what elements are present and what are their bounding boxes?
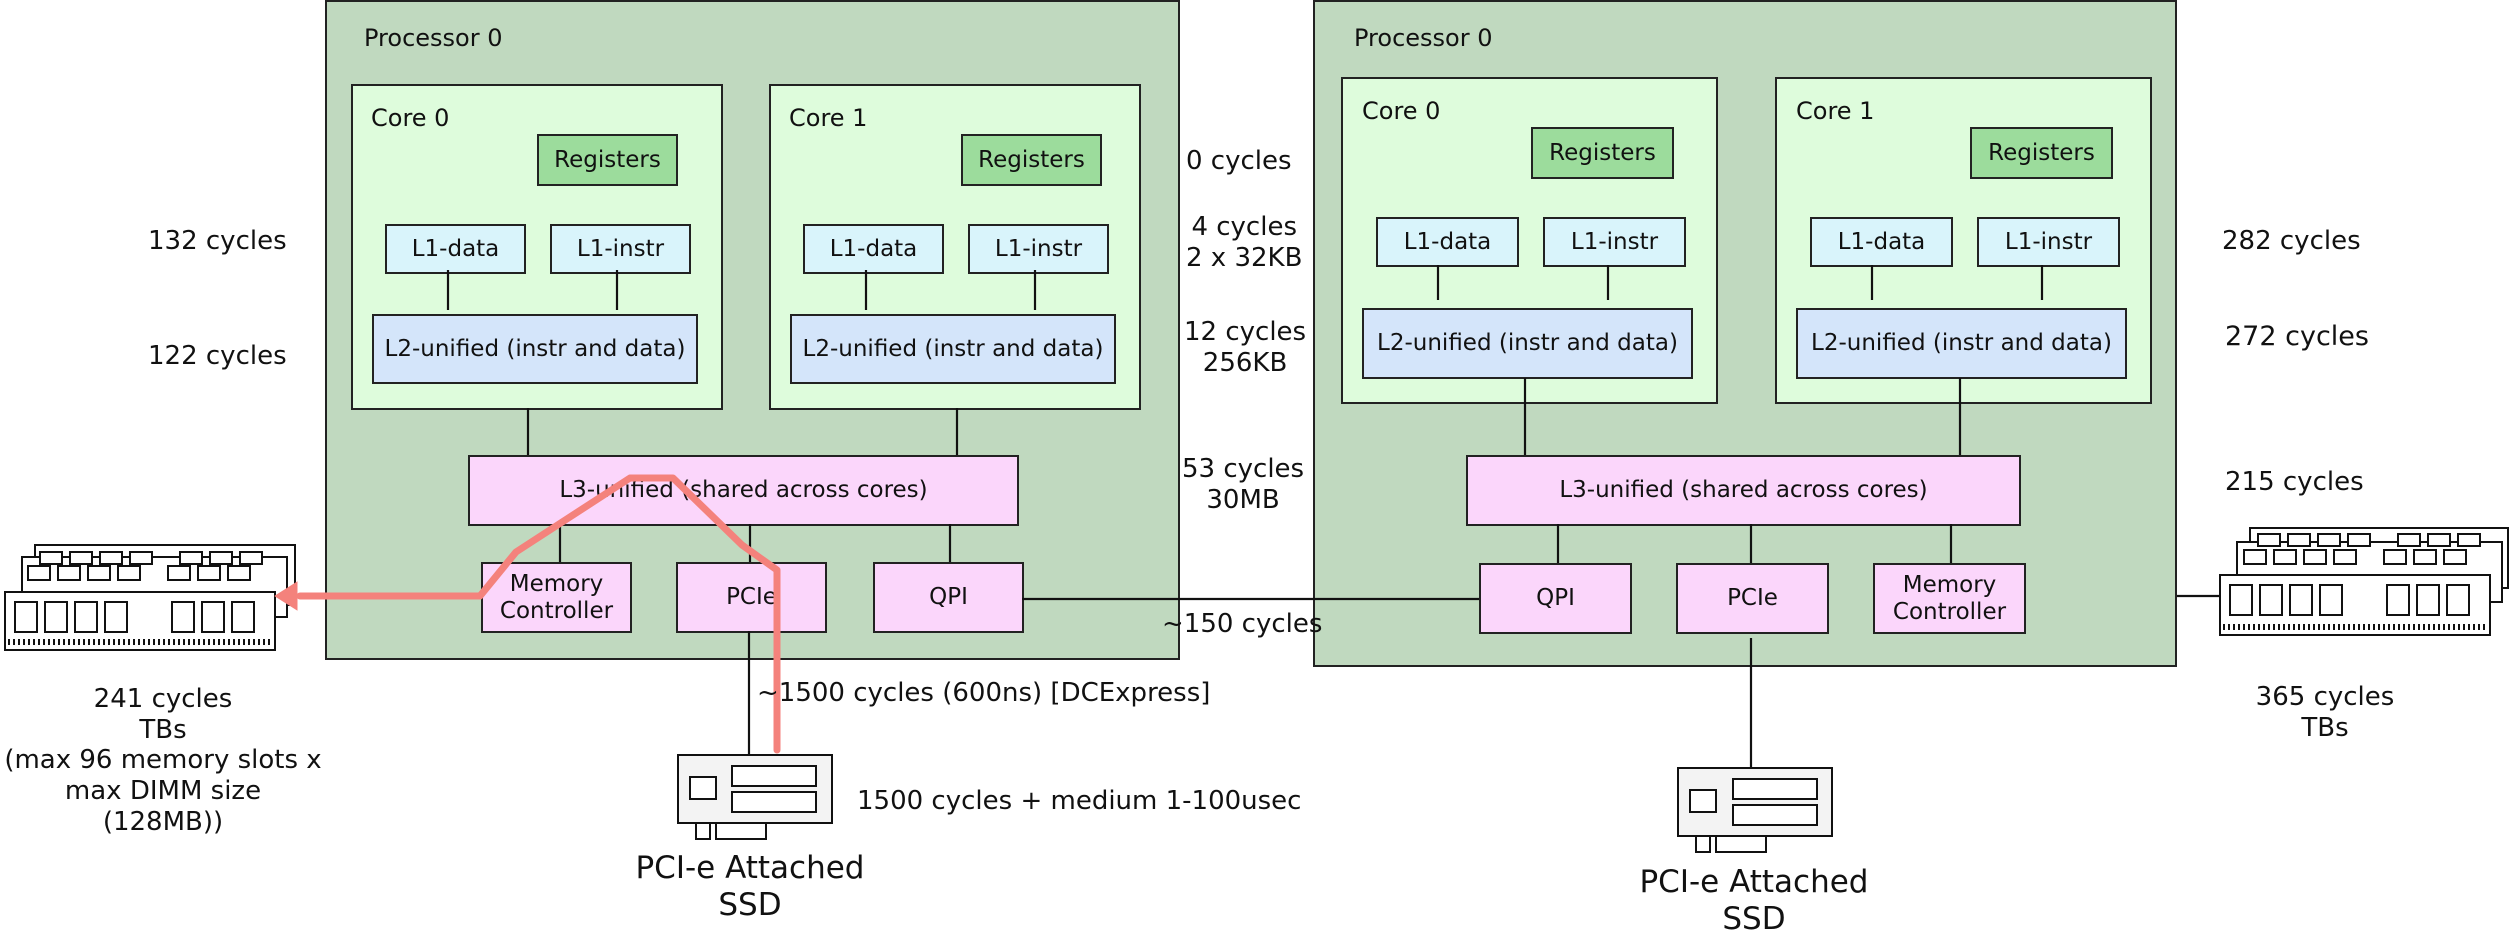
core-title: Core 0 xyxy=(371,104,450,132)
latency-l3: 53 cycles 30MB xyxy=(1182,454,1305,515)
registers: Registers xyxy=(1531,127,1674,179)
processor-left-title: Processor 0 xyxy=(364,24,503,52)
l1-instr-cache: L1-instr xyxy=(968,224,1109,274)
registers: Registers xyxy=(961,134,1102,186)
qpi-link: QPI xyxy=(1479,563,1632,634)
l1-data-cache: L1-data xyxy=(385,224,526,274)
core-0-left: Core 0 Registers L1-data L1-instr L2-uni… xyxy=(351,84,723,410)
ssd-drive-icon xyxy=(1677,767,1833,853)
memory-controller: Memory Controller xyxy=(481,562,632,633)
latency-left-memory: 241 cycles TBs (max 96 memory slots x ma… xyxy=(4,684,322,837)
memory-controller: Memory Controller xyxy=(1873,563,2026,634)
l2-unified-cache: L2-unified (instr and data) xyxy=(1362,308,1693,379)
l1-data-cache: L1-data xyxy=(803,224,944,274)
l2-unified-cache: L2-unified (instr and data) xyxy=(372,314,698,384)
qpi-link: QPI xyxy=(873,562,1024,633)
ssd-caption-left: PCI-e Attached SSD xyxy=(635,850,865,924)
core-0-right: Core 0 Registers L1-data L1-instr L2-uni… xyxy=(1341,77,1718,404)
core-title: Core 1 xyxy=(1796,97,1875,125)
latency-left-l2: 122 cycles xyxy=(148,341,287,371)
latency-l1: 4 cycles 2 x 32KB xyxy=(1186,212,1303,273)
l1-instr-cache: L1-instr xyxy=(550,224,691,274)
l1-instr-cache: L1-instr xyxy=(1543,217,1686,267)
pcie-controller: PCIe xyxy=(676,562,827,633)
l1-data-cache: L1-data xyxy=(1376,217,1519,267)
registers: Registers xyxy=(1970,127,2113,179)
dram-module-icon xyxy=(2219,527,2509,636)
latency-ssd: 1500 cycles + medium 1-100usec xyxy=(857,786,1302,816)
registers: Registers xyxy=(537,134,678,186)
latency-right-memory: 365 cycles TBs xyxy=(2255,682,2395,743)
processor-left: Processor 0 Core 0 Registers L1-data L1-… xyxy=(325,0,1180,660)
latency-l2: 12 cycles 256KB xyxy=(1184,317,1307,378)
latency-right-l3: 215 cycles xyxy=(2225,467,2364,497)
l1-data-cache: L1-data xyxy=(1810,217,1953,267)
core-1-left: Core 1 Registers L1-data L1-instr L2-uni… xyxy=(769,84,1141,410)
latency-pcie: ~1500 cycles (600ns) [DCExpress] xyxy=(757,678,1211,708)
processor-right-title: Processor 0 xyxy=(1354,24,1493,52)
access-path-arrow xyxy=(274,474,781,754)
core-title: Core 0 xyxy=(1362,97,1441,125)
ssd-caption-right: PCI-e Attached SSD xyxy=(1639,864,1869,938)
core-title: Core 1 xyxy=(789,104,868,132)
l2-unified-cache: L2-unified (instr and data) xyxy=(1796,308,2127,379)
ssd-drive-icon xyxy=(677,754,833,840)
core-1-right: Core 1 Registers L1-data L1-instr L2-uni… xyxy=(1775,77,2152,404)
l3-unified-cache: L3-unified (shared across cores) xyxy=(1466,455,2021,526)
latency-registers: 0 cycles xyxy=(1186,146,1292,176)
pcie-controller: PCIe xyxy=(1676,563,1829,634)
dram-module-icon xyxy=(4,544,296,651)
l2-unified-cache: L2-unified (instr and data) xyxy=(790,314,1116,384)
l3-unified-cache: L3-unified (shared across cores) xyxy=(468,455,1019,526)
processor-right: Processor 0 Core 0 Registers L1-data L1-… xyxy=(1313,0,2177,667)
latency-right-l2: 272 cycles xyxy=(2225,321,2369,352)
l1-instr-cache: L1-instr xyxy=(1977,217,2120,267)
latency-qpi: ~150 cycles xyxy=(1162,609,1323,639)
latency-right-l1: 282 cycles xyxy=(2222,226,2361,256)
latency-left-l1: 132 cycles xyxy=(148,226,287,256)
